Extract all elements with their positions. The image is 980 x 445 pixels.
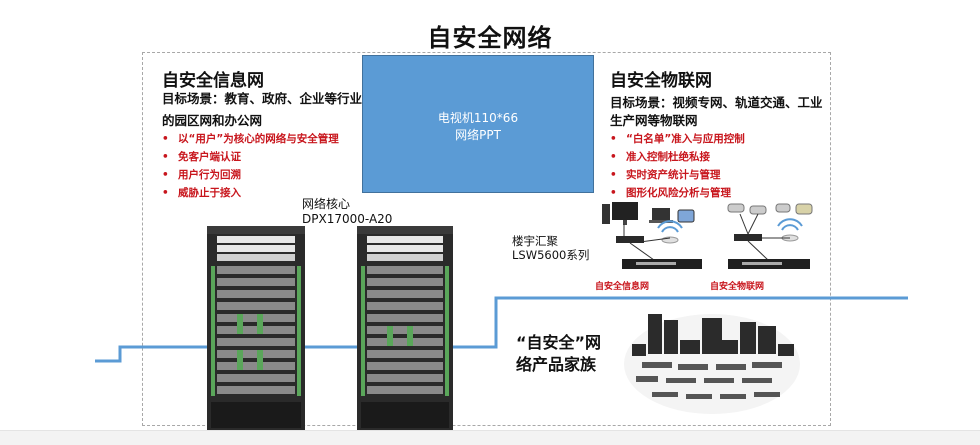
core-label-line1: 网络核心: [302, 197, 351, 211]
switch-label-info-network: 自安全信息网: [595, 282, 650, 292]
bottom-strip: [0, 430, 980, 445]
core-label-line2: DPX17000-A20: [302, 212, 393, 226]
product-family-line1: “自安全”网: [516, 333, 602, 352]
product-family-line2: 络产品家族: [516, 355, 597, 374]
info-network-feature: 威胁止于接入: [162, 184, 339, 202]
info-network-feature: 免客户端认证: [162, 148, 339, 166]
building-label-line2: LSW5600系列: [512, 248, 590, 262]
page-title: 自安全网络: [427, 24, 553, 52]
tv-placeholder-box: 电视机110*66 网络PPT: [362, 55, 594, 193]
iot-network-feature: “白名单”准入与应用控制: [610, 130, 745, 148]
product-family-icon: [624, 314, 800, 414]
diagram-frame: [142, 52, 831, 426]
tv-placeholder-line2: 网络PPT: [455, 128, 501, 142]
iot-network-feature: 实时资产统计与管理: [610, 166, 745, 184]
laptop-icon: [649, 208, 673, 223]
iot-network-scenario-line2: 生产网等物联网: [610, 113, 698, 128]
iot-network-device-group: [727, 203, 813, 269]
info-network-feature: 以“用户”为核心的网络与安全管理: [162, 130, 339, 148]
chassis-switch-icon: [207, 226, 305, 431]
iot-network-feature: 准入控制杜绝私接: [610, 148, 745, 166]
info-network-feature: 用户行为回溯: [162, 166, 339, 184]
info-network-device-group: [602, 202, 702, 269]
info-network-scenario-line2: 的园区网和办公网: [162, 113, 263, 128]
iot-network-feature: 图形化风险分析与管理: [610, 184, 745, 202]
core-label: 网络核心 DPX17000-A20: [302, 197, 392, 227]
iot-network-feature-list: “白名单”准入与应用控制 准入控制杜绝私接 实时资产统计与管理 图形化风险分析与…: [610, 130, 745, 202]
wireless-ap-icon: [777, 218, 803, 242]
iot-network-scenario-line1: 目标场景：视频专网、轨道交通、工业: [610, 95, 823, 110]
product-family-label: “自安全”网 络产品家族: [516, 332, 601, 376]
building-aggregation-label: 楼宇汇聚 LSW5600系列: [512, 234, 589, 262]
desktop-pc-icon: [602, 202, 638, 225]
switch-label-iot-network: 自安全物联网: [710, 282, 765, 292]
info-network-feature-list: 以“用户”为核心的网络与安全管理 免客户端认证 用户行为回溯 威胁止于接入: [162, 130, 339, 202]
access-switch-icon: [616, 236, 644, 243]
iot-network-title: 自安全物联网: [610, 71, 712, 91]
wireless-ap-icon: [657, 220, 683, 244]
info-network-scenario-line1: 目标场景：教育、政府、企业等行业: [162, 91, 363, 106]
building-label-line1: 楼宇汇聚: [512, 234, 558, 248]
phone-icon: [677, 209, 695, 223]
tv-placeholder-line1: 电视机110*66: [437, 111, 519, 125]
info-network-title: 自安全信息网: [162, 71, 264, 91]
access-switch-icon: [734, 234, 762, 241]
camera-icon: [727, 203, 813, 215]
chassis-switch-icon: [357, 226, 453, 431]
